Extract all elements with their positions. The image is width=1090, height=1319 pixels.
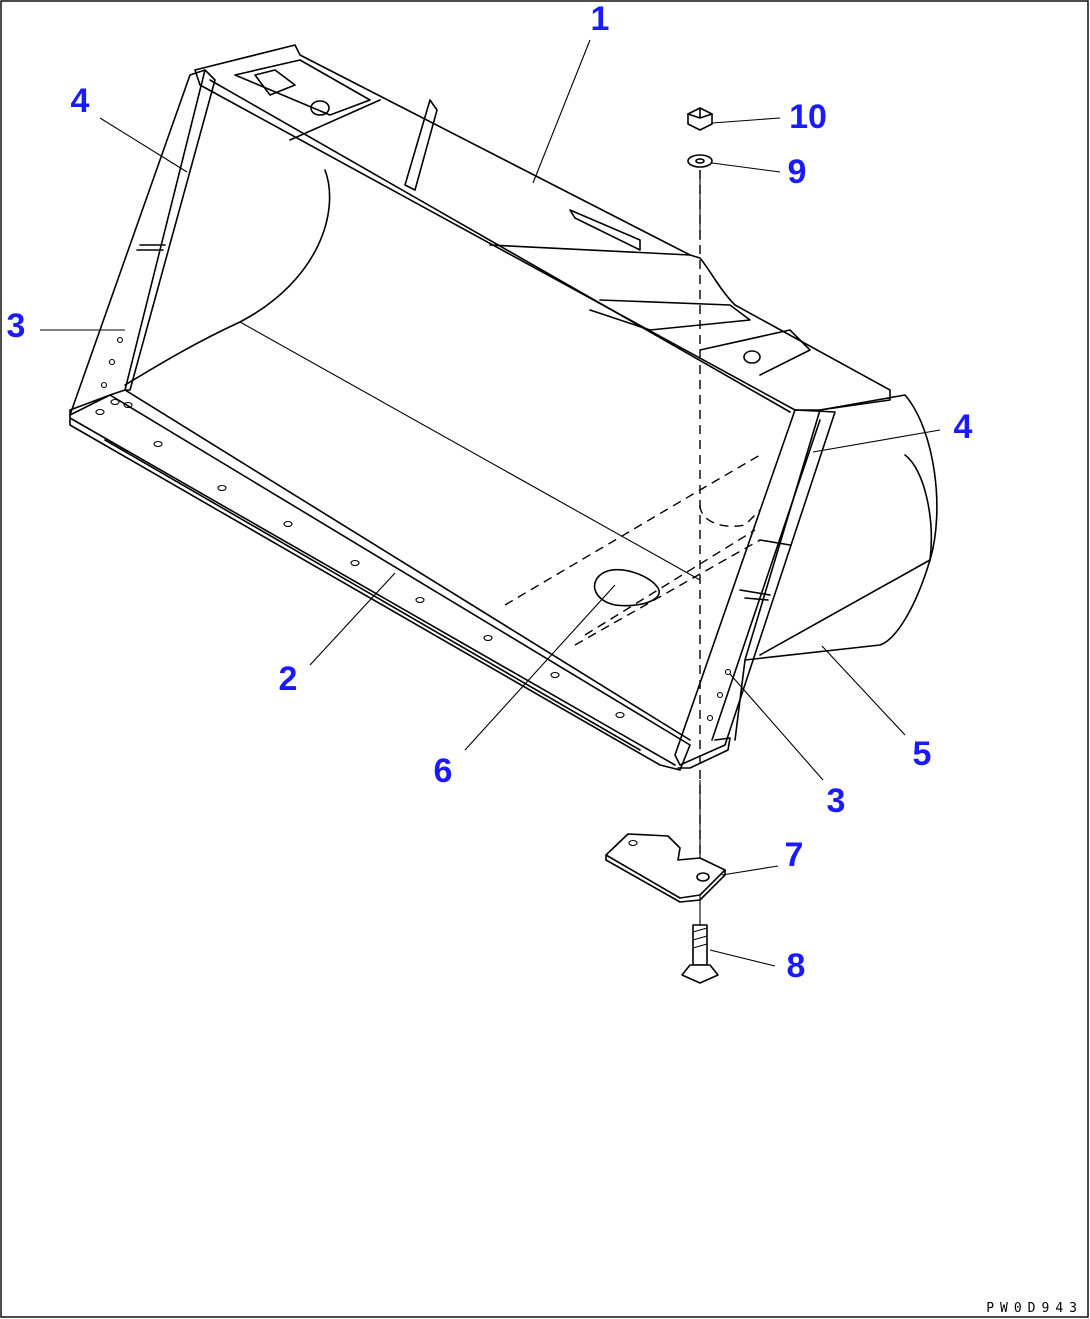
cutting-edge xyxy=(69,394,691,771)
callout-3-right: 3 xyxy=(827,782,846,820)
left-side-plate xyxy=(69,69,206,416)
bucket-inner-curve xyxy=(124,169,331,386)
callout-3-left: 3 xyxy=(7,307,26,345)
callout-8: 8 xyxy=(787,947,806,985)
callout-7: 7 xyxy=(785,836,804,874)
callout-2: 2 xyxy=(279,660,298,698)
callout-4-right: 4 xyxy=(954,408,973,446)
shim-plate-part-7 xyxy=(605,833,726,903)
drawing-code: PW0D943 xyxy=(986,1301,1083,1316)
callout-9: 9 xyxy=(788,153,807,191)
callout-6: 6 xyxy=(434,752,453,790)
callout-1: 1 xyxy=(591,0,610,38)
bucket-top-rim xyxy=(194,44,891,411)
leader-lines xyxy=(40,39,941,967)
wear-plate-part-6 xyxy=(593,568,660,607)
bucket-assembly xyxy=(69,44,938,925)
cutting-edge-bolt-holes xyxy=(95,398,625,719)
callout-5: 5 xyxy=(913,735,932,773)
nut-part-10 xyxy=(687,107,713,131)
right-side-plate xyxy=(674,409,836,766)
callout-4-left: 4 xyxy=(71,82,90,120)
callout-10: 10 xyxy=(789,98,827,136)
bucket-side-shell-right xyxy=(744,394,938,661)
callout-labels: 1 4 3 4 2 6 3 5 10 9 7 8 xyxy=(7,0,973,985)
washer-part-9 xyxy=(687,154,713,168)
bolt-part-8 xyxy=(681,924,719,984)
